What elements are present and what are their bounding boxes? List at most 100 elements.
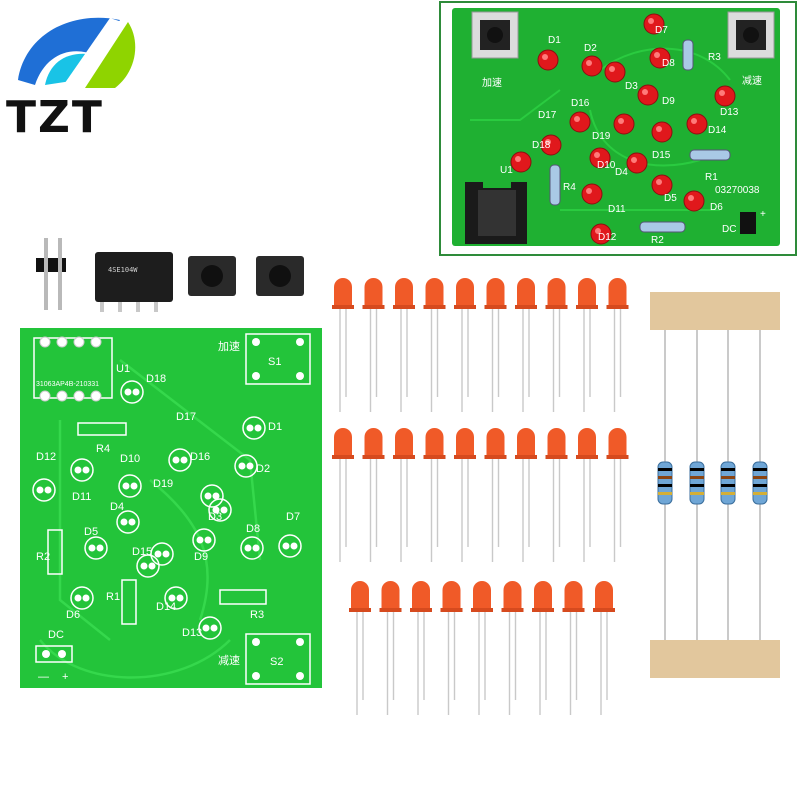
led-pad [244,544,252,552]
led [442,581,461,610]
pcb-label: D2 [256,463,270,475]
led [595,581,613,610]
resistor-band [690,492,704,495]
led-pad-outline [200,484,224,508]
led-highlight [656,179,662,185]
led [381,581,400,610]
resistor-band [690,476,704,479]
led-rim [454,455,476,459]
led-pad [204,492,212,500]
brand-logo-mark [18,17,136,92]
led-pad [202,624,210,632]
led-pad-outline [116,510,140,534]
led-pad [238,462,246,470]
led-rim [484,455,507,459]
led-highlight [688,195,694,201]
led-pad-outline [208,498,232,522]
led-pad [180,456,188,464]
led-pad-outline [118,474,142,498]
assembled-label: D8 [662,58,675,69]
led-pad [252,544,260,552]
pcb-label: D18 [146,373,166,385]
led-rim [515,305,537,309]
led [547,278,566,307]
assembled-label: R3 [708,52,721,63]
led-pad-outline [278,534,302,558]
pcb-label: R3 [250,609,264,621]
led-pad [282,542,290,550]
led-highlight [642,89,648,95]
led-pad [212,506,220,514]
led-highlight [648,18,654,24]
led [564,581,583,610]
led-rim [606,305,629,309]
led-pad [36,486,44,494]
led-assembled [714,85,736,107]
assembled-label: D17 [538,110,557,121]
pcb-label: 加速 [218,340,240,353]
led-pad [162,550,170,558]
led-pad-outline [242,416,266,440]
assembled-label: R1 [705,172,718,183]
led-rim [501,608,524,612]
led [395,428,413,457]
assembled-label: D9 [662,96,675,107]
led [578,278,596,307]
led-assembled [686,113,708,135]
led-pad [82,466,90,474]
pcb-label: D17 [176,411,196,423]
pcb-label: D1 [268,421,282,433]
assembled-label: D19 [592,131,611,142]
led-rim [454,305,476,309]
led-pad-outline [164,586,188,610]
resistor-band [658,468,672,471]
led-pad [212,492,220,500]
led-rim [423,305,446,309]
led-rim [471,608,493,612]
assembled-label: 03270038 [715,185,760,196]
assembled-label: D15 [652,150,671,161]
ic-socket-assembled [465,178,527,244]
led [486,428,505,457]
pcb-label: D9 [194,551,208,563]
pcb-label: D16 [190,451,210,463]
pcb-label: S2 [270,656,283,668]
assembled-label: D12 [598,232,617,243]
switch-s1-assembled [471,11,519,59]
led-rim [532,608,554,612]
led-rim [562,608,585,612]
assembled-label: R4 [563,182,576,193]
switch-s2-assembled [727,11,775,59]
led-highlight [595,228,601,234]
resistor-band [753,484,767,487]
resistor-band [658,492,672,495]
led-pad [44,486,52,494]
led-assembled [613,113,635,135]
pcb-label: R4 [96,443,110,455]
pcb-label: S1 [268,356,281,368]
assembled-label: D1 [548,35,561,46]
resistor-band [753,476,767,479]
assembled-board-frame [439,1,797,256]
led-rim [332,455,354,459]
led-highlight [545,139,551,145]
led-highlight [542,54,548,60]
led-pad [290,542,298,550]
dc-footprint [35,645,73,663]
led-pad-outline [120,380,144,404]
led-rim [576,305,598,309]
led-rim [393,455,415,459]
assembled-label: D14 [708,125,727,136]
led-rim [545,455,568,459]
led-pad [210,624,218,632]
brand-name: TZT [6,92,104,143]
led-rim [349,608,371,612]
assembled-label: D10 [597,160,616,171]
led-pad [246,462,254,470]
assembled-label: R2 [651,235,664,246]
led-pad-outline [150,542,174,566]
pcb-label: R1 [106,591,120,603]
led [334,278,352,307]
s2-footprint [245,633,311,685]
